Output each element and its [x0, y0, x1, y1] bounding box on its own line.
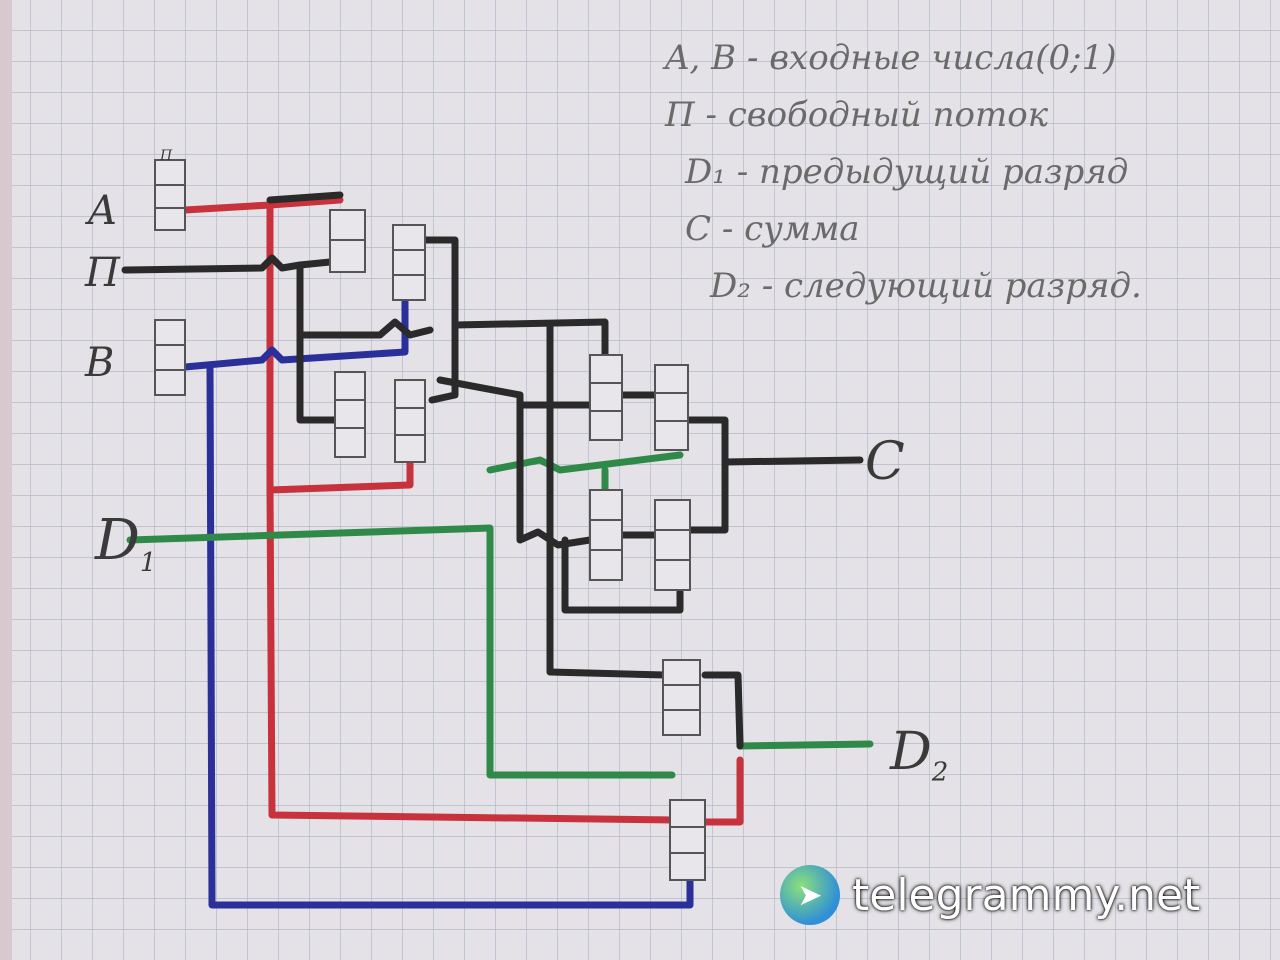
- valve-3: [392, 224, 426, 301]
- valves: [154, 159, 706, 881]
- legend: A, B - входные числа(0;1) П - свободный …: [665, 30, 1142, 315]
- telegram-logo-icon: ➤: [780, 865, 840, 925]
- label-d2: D2: [890, 722, 948, 787]
- label-d1-letter: D: [95, 508, 140, 573]
- legend-item: П - свободный поток: [665, 95, 1048, 135]
- label-p: П: [85, 250, 120, 296]
- label-c: C: [865, 432, 905, 492]
- valve-a: [154, 159, 186, 231]
- valve-b: [154, 319, 186, 396]
- legend-item: D₁ - предыдущий разряд: [685, 152, 1129, 192]
- valve-4: [334, 371, 366, 458]
- valve-2: [329, 209, 366, 273]
- black-wires: [121, 191, 864, 750]
- valve-5: [394, 379, 426, 463]
- legend-item: A, B - входные числа(0;1): [665, 38, 1117, 78]
- label-d1: D1: [95, 508, 156, 578]
- blue-wires: [181, 296, 694, 909]
- valve-7: [654, 364, 689, 451]
- valve-a-mark: П: [160, 148, 173, 164]
- label-d2-letter: D: [890, 722, 932, 782]
- label-d2-sub: 2: [931, 757, 949, 788]
- label-a: A: [88, 188, 117, 234]
- label-b: B: [85, 340, 115, 386]
- valve-10: [662, 659, 701, 736]
- graph-paper: [12, 0, 1280, 960]
- label-d1-sub: 1: [139, 548, 157, 579]
- watermark-text: telegrammy.net: [852, 869, 1201, 921]
- valve-11: [669, 799, 706, 881]
- legend-item: D₂ - следующий разряд.: [710, 266, 1142, 306]
- valve-6: [589, 354, 623, 441]
- valve-9: [654, 499, 691, 591]
- legend-item: C - сумма: [685, 209, 860, 249]
- watermark: ➤ telegrammy.net: [780, 865, 1200, 925]
- valve-8: [589, 489, 623, 581]
